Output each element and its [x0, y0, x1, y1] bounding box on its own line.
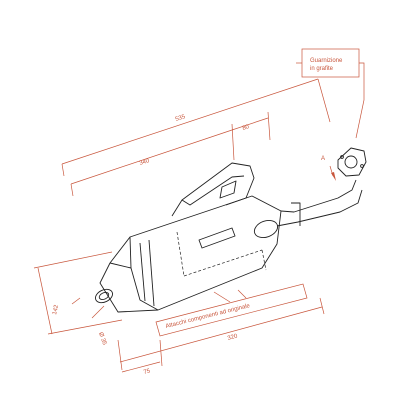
- cone-edge: [109, 262, 132, 269]
- gasket-note-line2: in grafite: [310, 66, 334, 72]
- pipe-sleeve: [291, 202, 301, 226]
- dim-ext-320: [117, 297, 325, 371]
- dim-ext-75: [159, 339, 163, 367]
- muffler-body: [129, 195, 282, 311]
- dim-label-80: 80: [242, 124, 251, 132]
- header-pipe-lower: [276, 189, 363, 227]
- hidden-line: [176, 231, 185, 277]
- bracket-edge: [181, 175, 245, 206]
- flange-bolt-hole: [340, 155, 344, 159]
- hidden-line: [183, 249, 263, 277]
- mounts-note: Attacchi componenti ad originale: [155, 283, 308, 337]
- body-ridge: [139, 242, 146, 302]
- dim-label-535: 535: [175, 114, 187, 123]
- mount-slot: [198, 227, 236, 249]
- dim-label-340: 340: [139, 158, 151, 167]
- dim-line-142: [37, 267, 53, 335]
- dimension-bracket-offset: 80: [231, 111, 271, 161]
- flange-bolt-hole: [360, 164, 364, 168]
- muffler-part: [95, 147, 367, 313]
- dim-line-80: [231, 117, 269, 131]
- dim-ext-142: [33, 251, 123, 335]
- flange-bore: [344, 155, 358, 169]
- dim-label-142: 142: [52, 304, 60, 316]
- dimension-end-offset: 75: [121, 339, 163, 376]
- gasket-note: Guarnizione in grafite: [296, 48, 365, 139]
- dimension-height: 142: [33, 251, 123, 335]
- header-pipe: [280, 179, 357, 213]
- mounts-note-box: [155, 283, 308, 337]
- view-arrow-head: [331, 172, 336, 181]
- dim-line-diameter: [71, 297, 105, 319]
- dim-ext-80: [231, 111, 271, 161]
- view-marker-label: A: [321, 156, 325, 162]
- rear-boss: [253, 219, 279, 239]
- dim-line-75: [121, 361, 161, 373]
- dim-line-535: [61, 78, 319, 165]
- dim-line-320: [119, 306, 323, 363]
- exhaust-flange: [337, 147, 367, 177]
- dimension-body-width: 320: [117, 297, 325, 371]
- hidden-line: [261, 249, 267, 271]
- tailpipe-outlet: [95, 288, 113, 304]
- dim-label-diameter: Ø 35: [97, 332, 107, 347]
- body-ridge: [148, 239, 155, 307]
- gasket-leader-line: [355, 62, 365, 139]
- dim-ext-535: [61, 78, 331, 177]
- dim-label-75: 75: [143, 368, 152, 376]
- end-cap-cone: [99, 236, 159, 313]
- tailpipe-inner: [98, 291, 110, 301]
- gasket-note-line1: Guarnizione: [310, 58, 343, 64]
- dimension-diameter: Ø 35: [71, 297, 107, 347]
- dim-ext-340: [70, 183, 74, 197]
- dim-label-320: 320: [227, 333, 239, 342]
- mounts-note-leader: [213, 289, 247, 303]
- dimension-body-length: 340: [70, 129, 233, 197]
- dimension-overall-length: 535: [61, 78, 331, 177]
- bracket-hole: [219, 180, 237, 199]
- dim-line-340: [70, 129, 233, 185]
